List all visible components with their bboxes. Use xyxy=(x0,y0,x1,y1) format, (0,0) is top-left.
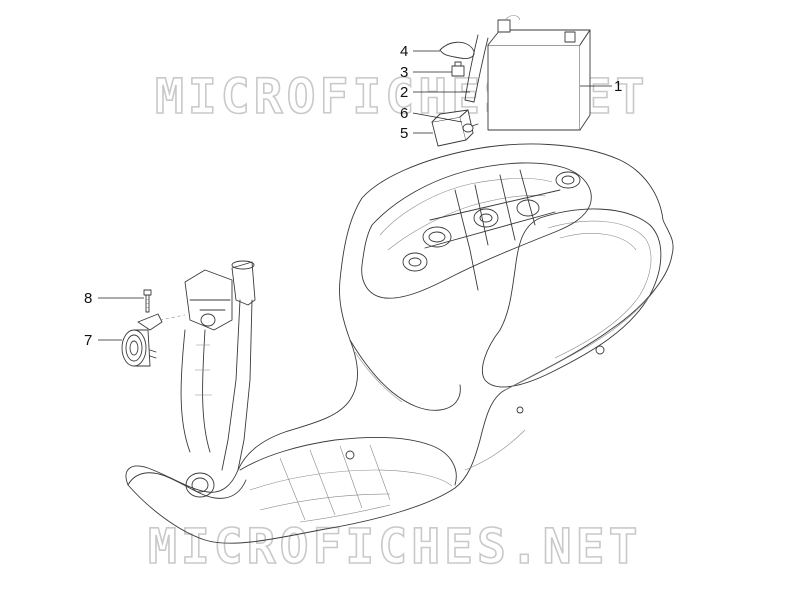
relay-part-5 xyxy=(431,109,474,147)
callout-label-4: 4 xyxy=(400,43,408,60)
horn-part-7 xyxy=(121,313,186,367)
scooter-frame xyxy=(125,143,674,544)
callout-label-2: 2 xyxy=(400,84,408,101)
strap-part-4 xyxy=(439,41,475,59)
screw-part-8 xyxy=(143,289,152,313)
callout-label-8: 8 xyxy=(84,290,92,307)
callout-label-5: 5 xyxy=(400,125,408,142)
clip-part-3 xyxy=(451,61,465,77)
callout-label-7: 7 xyxy=(84,332,92,349)
callout-label-3: 3 xyxy=(400,64,408,81)
watermark-bottom: MICROFICHES.NET xyxy=(148,519,641,575)
breather-tube-part-2 xyxy=(464,34,489,103)
callout-label-1: 1 xyxy=(614,78,622,95)
callouts: 4 3 2 1 6 5 8 7 xyxy=(84,43,622,349)
connector-part-6 xyxy=(462,123,479,133)
battery-part-1 xyxy=(487,15,591,131)
callout-label-6: 6 xyxy=(400,105,408,122)
